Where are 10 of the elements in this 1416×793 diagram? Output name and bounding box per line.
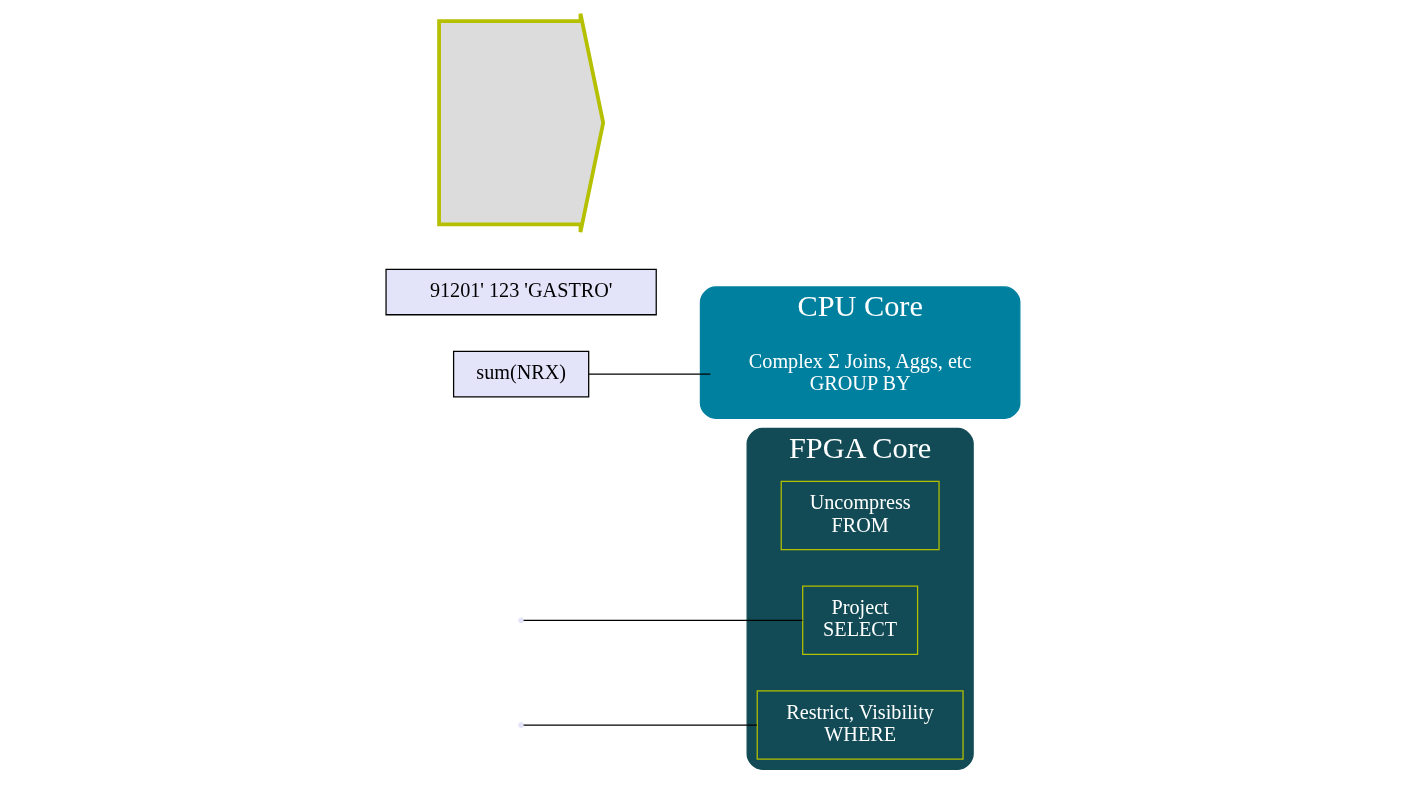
node-box: sum(NRX) — [452, 350, 590, 398]
connector — [523, 619, 804, 621]
node-arrow — [437, 11, 606, 234]
node-box: 91201' 123 'GASTRO' — [385, 268, 657, 316]
node-box: Project SELECT — [802, 585, 919, 655]
node-box: Uncompress FROM — [780, 480, 940, 551]
connector — [523, 724, 758, 726]
connector — [588, 373, 712, 375]
node-text: Complex Σ Joins, Aggs, etc GROUP BY — [748, 349, 972, 395]
node-box: Restrict, Visibility WHERE — [756, 690, 964, 760]
